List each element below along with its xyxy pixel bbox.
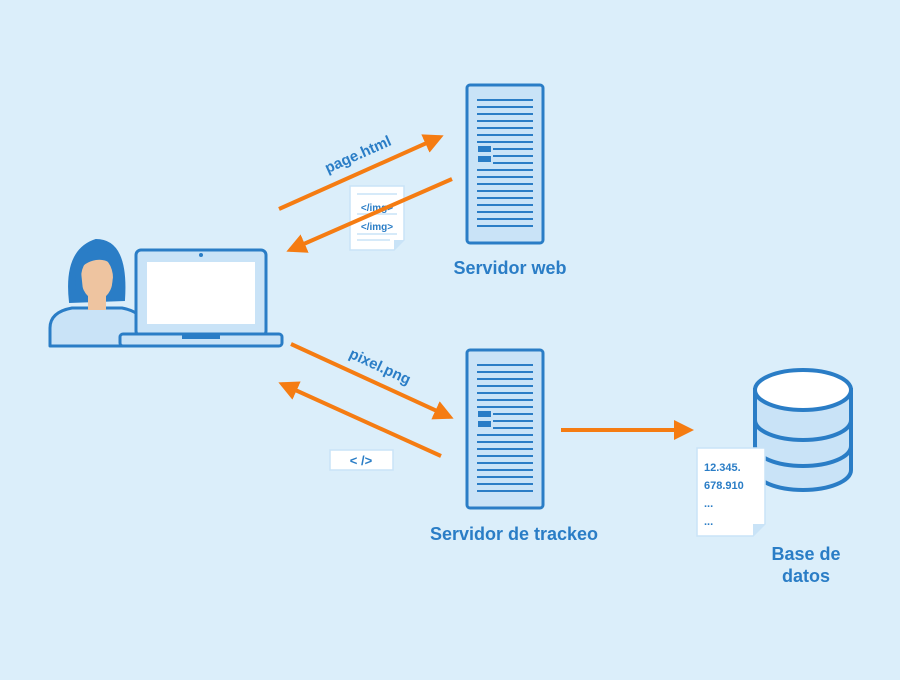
tracking-server-label: Servidor de trackeo <box>430 524 598 544</box>
page-html-label: page.html <box>322 133 394 177</box>
html-doc-line-2: </img> <box>361 222 393 233</box>
arrow-pixel-request <box>290 342 454 420</box>
html-document-icon <box>349 185 405 251</box>
code-tag-label: < /> <box>350 453 373 468</box>
web-server-icon <box>465 83 545 245</box>
pixel-png-label: pixel.png <box>346 345 413 388</box>
data-line-2: 678.910 <box>704 480 744 492</box>
code-tag-box <box>329 449 394 471</box>
database-label-line1: Base de <box>771 544 840 564</box>
arrow-page-request <box>278 134 444 211</box>
laptop-icon <box>118 248 284 348</box>
data-document-icon <box>696 447 766 537</box>
user-avatar-icon <box>48 238 146 348</box>
data-line-4: ... <box>704 516 713 528</box>
arrow-page-response <box>286 177 453 253</box>
arrow-pixel-response <box>278 381 442 458</box>
database-label-line2: datos <box>782 566 830 586</box>
html-doc-line-1: </img> <box>361 203 393 214</box>
database-icon <box>753 368 853 492</box>
web-server-label: Servidor web <box>453 258 566 278</box>
tracking-server-icon <box>465 348 545 510</box>
data-line-1: 12.345. <box>704 462 741 474</box>
data-line-3: ... <box>704 498 713 510</box>
